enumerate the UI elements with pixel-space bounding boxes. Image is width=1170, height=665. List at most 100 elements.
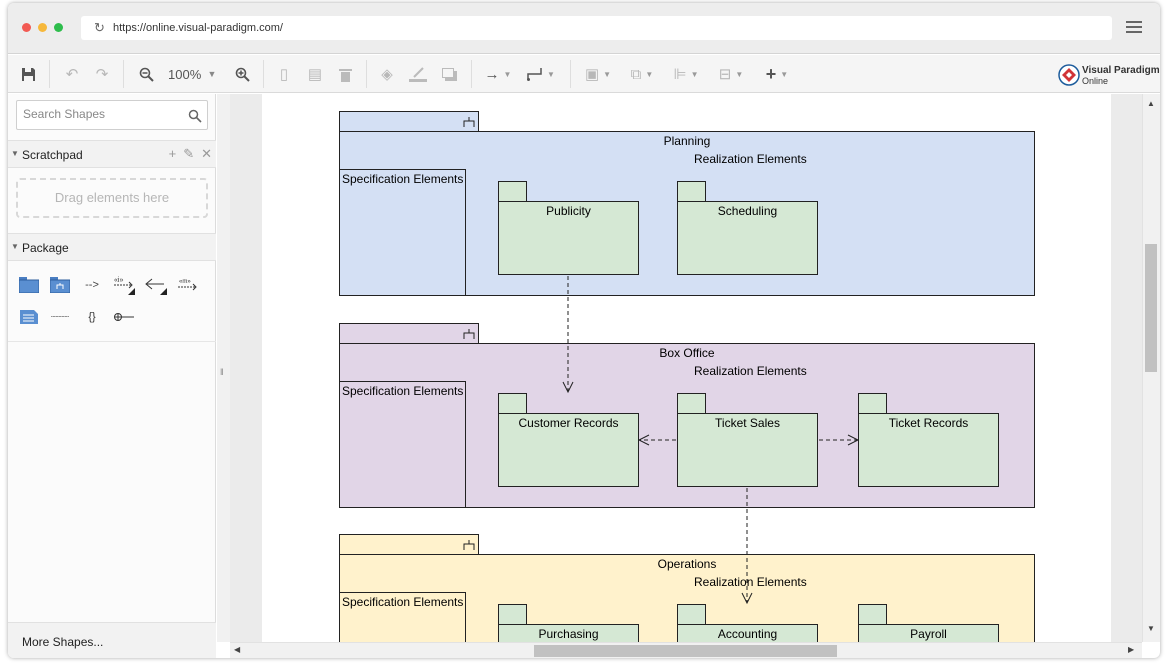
scroll-right-icon[interactable]: ▶ — [1128, 645, 1134, 654]
more-shapes-button[interactable]: More Shapes... — [8, 622, 216, 658]
close-icon[interactable]: ✕ — [201, 146, 212, 162]
import-shape-icon[interactable]: «i» — [112, 274, 136, 296]
subpackage-ticket-sales[interactable]: Ticket Sales — [677, 413, 818, 487]
zoom-dropdown-icon[interactable]: ▼ — [204, 55, 220, 93]
nesting-connector-shape-icon[interactable] — [112, 306, 136, 328]
subpackage-tab[interactable] — [858, 604, 887, 625]
edit-icon[interactable]: ✎ — [183, 146, 194, 162]
browser-menu-icon[interactable] — [1126, 21, 1142, 33]
dependency-shape-icon[interactable]: ‑‑> — [80, 274, 104, 296]
search-box — [16, 100, 208, 130]
delete-icon[interactable] — [333, 55, 357, 93]
visual-paradigm-logo[interactable]: Visual Paradigm Online — [1058, 63, 1158, 89]
merge-shape-icon[interactable]: «m» — [176, 274, 200, 296]
more-shapes-label: More Shapes... — [22, 635, 103, 649]
collapse-arrow-icon[interactable]: ▼ — [11, 149, 19, 158]
add-icon[interactable]: + — [169, 146, 177, 162]
constraint-shape-icon[interactable]: {} — [80, 306, 104, 328]
subpackage-tab[interactable] — [498, 604, 527, 625]
note-shape-icon[interactable] — [17, 306, 41, 328]
scroll-down-icon[interactable]: ▼ — [1147, 624, 1155, 633]
diagram-canvas[interactable]: Planning Realization Elements Specificat… — [230, 94, 1142, 642]
subsystem-fork-icon — [463, 117, 475, 127]
close-window-button[interactable] — [22, 23, 31, 32]
line-color-icon[interactable] — [405, 55, 431, 93]
subpackage-payroll[interactable]: Payroll — [858, 624, 999, 642]
scroll-up-icon[interactable]: ▲ — [1147, 99, 1155, 108]
vertical-scrollbar[interactable]: ▲ ▼ — [1142, 94, 1160, 642]
specification-label: Specification Elements — [342, 595, 463, 609]
add-icon[interactable]: +▼ — [760, 55, 794, 93]
app-window: ↻ https://online.visual-paradigm.com/ ↶ … — [8, 3, 1160, 658]
subpackage-tab[interactable] — [498, 393, 527, 414]
distribute-icon[interactable]: ⊟▼ — [712, 55, 750, 93]
sidebar-resize-handle[interactable]: ‖ — [217, 94, 230, 642]
redo-icon[interactable]: ↷ — [90, 55, 114, 93]
shapes-sidebar: ▼ Scratchpad + ✎ ✕ Drag elements here ▼ … — [8, 94, 216, 658]
scratchpad-dropzone[interactable]: Drag elements here — [16, 178, 208, 218]
subpackage-name: Ticket Sales — [678, 416, 817, 430]
specification-label: Specification Elements — [342, 172, 463, 186]
zoom-in-icon[interactable] — [230, 55, 254, 93]
subpackage-tab[interactable] — [858, 393, 887, 414]
undo-icon[interactable]: ↶ — [60, 55, 84, 93]
subpackage-tab[interactable] — [677, 604, 706, 625]
maximize-window-button[interactable] — [54, 23, 63, 32]
subpackage-tab[interactable] — [677, 181, 706, 202]
note-link-shape-icon[interactable]: ┈┈┈ — [48, 306, 72, 328]
address-bar[interactable]: ↻ https://online.visual-paradigm.com/ — [81, 16, 1112, 40]
subpackage-ticket-records[interactable]: Ticket Records — [858, 413, 999, 487]
group-icon[interactable]: ▣▼ — [580, 55, 616, 93]
minimize-window-button[interactable] — [38, 23, 47, 32]
align-icon[interactable]: ⊫▼ — [668, 55, 704, 93]
specification-label: Specification Elements — [342, 384, 463, 398]
package-name: Box Office — [340, 346, 1034, 360]
logo-mark-icon — [1058, 64, 1080, 86]
diagram-page[interactable]: Planning Realization Elements Specificat… — [262, 94, 1111, 642]
zoom-out-icon[interactable] — [134, 55, 158, 93]
arrange-icon[interactable]: ⧉▼ — [624, 55, 660, 93]
paste-icon[interactable]: ▤ — [303, 55, 327, 93]
subpackage-tab[interactable] — [498, 181, 527, 202]
subpackage-tab[interactable] — [677, 393, 706, 414]
zoom-level[interactable]: 100% — [168, 67, 201, 82]
search-icon[interactable] — [188, 109, 202, 123]
vertical-scroll-thumb[interactable] — [1145, 244, 1157, 372]
collapse-arrow-icon[interactable]: ▼ — [11, 242, 19, 251]
url-text[interactable]: https://online.visual-paradigm.com/ — [113, 21, 283, 35]
save-icon[interactable] — [16, 55, 40, 93]
shadow-icon[interactable] — [436, 55, 462, 93]
package-shape-icon[interactable] — [17, 274, 41, 296]
reload-icon[interactable]: ↻ — [94, 21, 105, 35]
package-shapes-palette: ‑‑> «i» «m» ┈┈┈ {} — [8, 270, 216, 342]
package-section-header[interactable]: ▼ Package — [8, 233, 216, 261]
search-input[interactable] — [23, 107, 183, 121]
browser-chrome: ↻ https://online.visual-paradigm.com/ — [8, 3, 1160, 54]
package-tab[interactable] — [339, 534, 479, 555]
fill-color-icon[interactable]: ◈ — [374, 55, 400, 93]
scroll-left-icon[interactable]: ◀ — [234, 645, 240, 654]
scratchpad-header[interactable]: ▼ Scratchpad + ✎ ✕ — [8, 140, 216, 168]
copy-icon[interactable]: ▯ — [272, 55, 296, 93]
package-name: Planning — [340, 134, 1034, 148]
realization-label: Realization Elements — [694, 152, 807, 166]
svg-text:«m»: «m» — [179, 279, 191, 285]
connector-style-icon[interactable]: →▼ — [480, 55, 516, 93]
subpackage-accounting[interactable]: Accounting — [677, 624, 818, 642]
subpackage-name: Payroll — [859, 627, 998, 641]
waypoint-style-icon[interactable]: ▼ — [523, 55, 559, 93]
subpackage-scheduling[interactable]: Scheduling — [677, 201, 818, 275]
package-tab[interactable] — [339, 111, 479, 132]
subpackage-purchasing[interactable]: Purchasing — [498, 624, 639, 642]
containment-shape-icon[interactable] — [144, 274, 168, 296]
subsystem-fork-icon — [463, 329, 475, 339]
subpackage-name: Scheduling — [678, 204, 817, 218]
subsystem-fork-icon — [463, 540, 475, 550]
subpackage-customer-records[interactable]: Customer Records — [498, 413, 639, 487]
subpackage-name: Purchasing — [499, 627, 638, 641]
package-tab[interactable] — [339, 323, 479, 344]
subpackage-publicity[interactable]: Publicity — [498, 201, 639, 275]
package-fork-shape-icon[interactable] — [48, 274, 72, 296]
horizontal-scrollbar[interactable]: ◀ ▶ — [230, 642, 1142, 658]
horizontal-scroll-thumb[interactable] — [534, 645, 837, 657]
